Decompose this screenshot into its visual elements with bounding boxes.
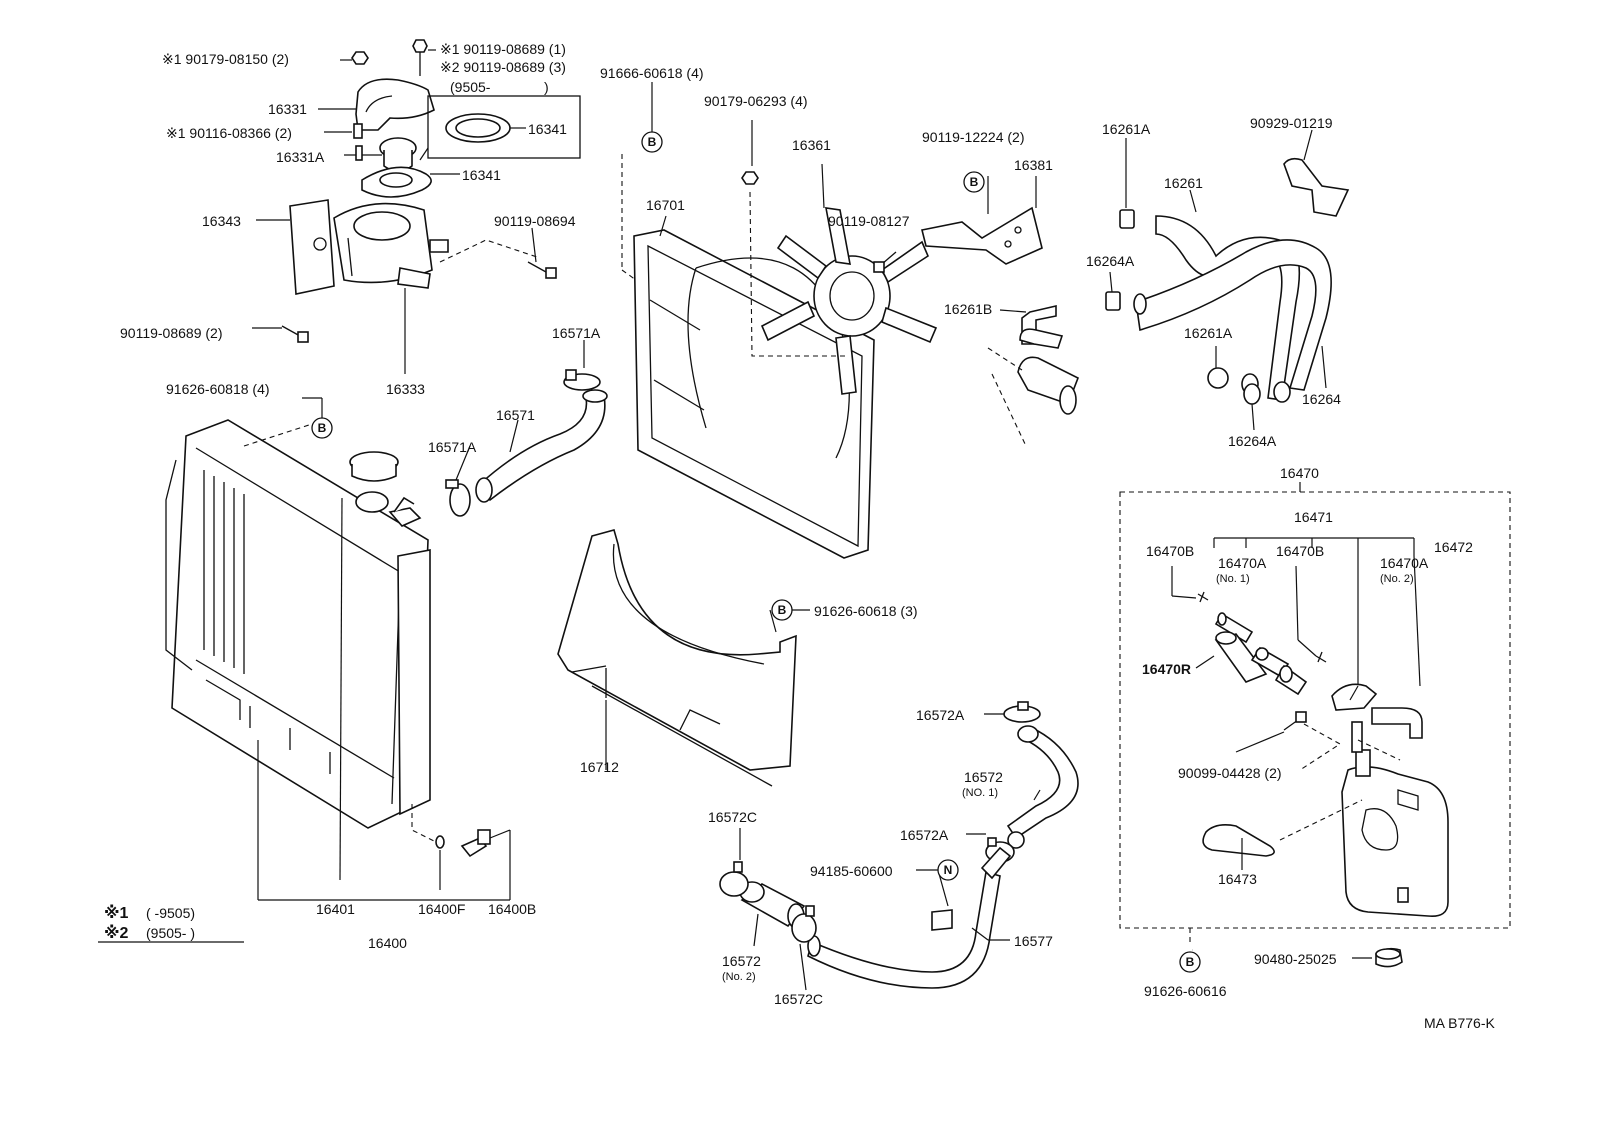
- bracket-16381: [921, 176, 1043, 265]
- label-16343: 16343: [202, 213, 241, 229]
- small-parts: [98, 928, 1403, 968]
- label-16572C-bot: 16572C: [774, 991, 823, 1007]
- label-90480-25025: 90480-25025: [1254, 951, 1337, 967]
- marker-b-text: B: [648, 135, 657, 149]
- label-16577: 16577: [1014, 933, 1053, 949]
- label-16572-no2: 16572: [722, 953, 761, 969]
- label-90119-12224: 90119-12224 (2): [922, 129, 1024, 145]
- label-16381: 16381: [1014, 157, 1053, 173]
- label-90119-08694: 90119-08694: [494, 213, 576, 229]
- label-90099-04428: 90099-04428 (2): [1178, 765, 1282, 781]
- label-90119-08689-1: ※1 90119-08689 (1): [440, 41, 566, 57]
- marker-b-text: B: [970, 175, 979, 189]
- label-no2b: (No. 2): [722, 971, 756, 983]
- label-16572A-top: 16572A: [916, 707, 965, 723]
- marker-b-1: B: [641, 131, 663, 153]
- part-labels: ※1 90179-08150 (2) ※1 90119-08689 (1) ※2…: [104, 41, 1495, 1031]
- upper-hose: [445, 340, 608, 517]
- label-16572A-mid: 16572A: [900, 827, 949, 843]
- label-16261A-top: 16261A: [1102, 121, 1151, 137]
- legend-1-key: ※1: [104, 904, 129, 922]
- label-16333: 16333: [386, 381, 425, 397]
- label-16401: 16401: [316, 901, 355, 917]
- label-16571A-bot: 16571A: [428, 439, 477, 455]
- marker-n-text: N: [944, 863, 953, 877]
- label-91626-60618: 91626-60618 (3): [814, 603, 918, 619]
- label-90119-08689-2: 90119-08689 (2): [120, 325, 222, 341]
- label-16361: 16361: [792, 137, 831, 153]
- label-16470B-right: 16470B: [1276, 543, 1324, 559]
- label-16341-box: 16341: [528, 121, 567, 137]
- marker-b-4: B: [771, 599, 793, 621]
- label-16261: 16261: [1164, 175, 1203, 191]
- label-90119-08689-3: ※2 90119-08689 (3): [440, 59, 566, 75]
- lower-hoses: [719, 701, 1079, 991]
- radiator-core-lines: [203, 470, 245, 674]
- label-16261A-mid: 16261A: [1184, 325, 1233, 341]
- radiator: [165, 419, 511, 901]
- label-16571: 16571: [496, 407, 535, 423]
- label-no2: (No. 2): [1380, 573, 1414, 585]
- label-16470A-2: 16470A: [1380, 555, 1429, 571]
- diagram-reference-code: MA B776-K: [1424, 1015, 1495, 1031]
- legend-1-value: ( -9505): [146, 905, 195, 921]
- legend-2-key: ※2: [104, 924, 129, 942]
- label-16470R: 16470R: [1142, 661, 1191, 677]
- label-16571A-top: 16571A: [552, 325, 601, 341]
- marker-b-text: B: [778, 603, 787, 617]
- label-16470: 16470: [1280, 465, 1319, 481]
- label-9505-close: ): [544, 79, 549, 95]
- fan-shroud-lower: [557, 529, 797, 787]
- marker-b-5: B: [1179, 951, 1201, 973]
- label-16572C-top: 16572C: [708, 809, 757, 825]
- label-16261B: 16261B: [944, 301, 992, 317]
- label-16264A-bot: 16264A: [1228, 433, 1277, 449]
- label-16572-no1: 16572: [964, 769, 1003, 785]
- marker-b-2: B: [311, 417, 333, 439]
- label-16264: 16264: [1302, 391, 1341, 407]
- label-16473: 16473: [1218, 871, 1257, 887]
- label-90116-08366: ※1 90116-08366 (2): [166, 125, 292, 141]
- label-90119-08127: 90119-08127: [828, 213, 910, 229]
- thermostat-group: [252, 39, 581, 374]
- label-16470A-1: 16470A: [1218, 555, 1267, 571]
- label-16400: 16400: [368, 935, 407, 951]
- label-91626-60818: 91626-60818 (4): [166, 381, 270, 397]
- reservoir-group: [1119, 482, 1511, 929]
- label-16400B: 16400B: [488, 901, 536, 917]
- label-no1: (No. 1): [1216, 573, 1250, 585]
- marker-b-text: B: [1186, 955, 1195, 969]
- label-16471: 16471: [1294, 509, 1333, 525]
- label-94185-60600: 94185-60600: [810, 863, 893, 879]
- label-16400F: 16400F: [418, 901, 465, 917]
- label-90179-06293: 90179-06293 (4): [704, 93, 808, 109]
- label-16331A: 16331A: [276, 149, 325, 165]
- label-no1b: (NO. 1): [962, 787, 998, 799]
- label-90929-01219: 90929-01219: [1250, 115, 1333, 131]
- label-91666-60618: 91666-60618 (4): [600, 65, 704, 81]
- label-16712: 16712: [580, 759, 619, 775]
- label-16701: 16701: [646, 197, 685, 213]
- legend-2-value: (9505- ): [146, 925, 195, 941]
- label-16331: 16331: [268, 101, 307, 117]
- cooling-fan: [741, 120, 938, 395]
- label-16472: 16472: [1434, 539, 1473, 555]
- marker-n: N: [937, 859, 959, 881]
- label-9505-open: (9505-: [450, 79, 491, 95]
- heater-hoses: [987, 129, 1350, 447]
- label-90179-08150: ※1 90179-08150 (2): [162, 51, 289, 67]
- marker-b-text: B: [318, 421, 327, 435]
- label-91626-60616: 91626-60616: [1144, 983, 1227, 999]
- marker-b-3: B: [963, 171, 985, 193]
- label-16264A-top: 16264A: [1086, 253, 1135, 269]
- label-16341: 16341: [462, 167, 501, 183]
- label-16470B-left: 16470B: [1146, 543, 1194, 559]
